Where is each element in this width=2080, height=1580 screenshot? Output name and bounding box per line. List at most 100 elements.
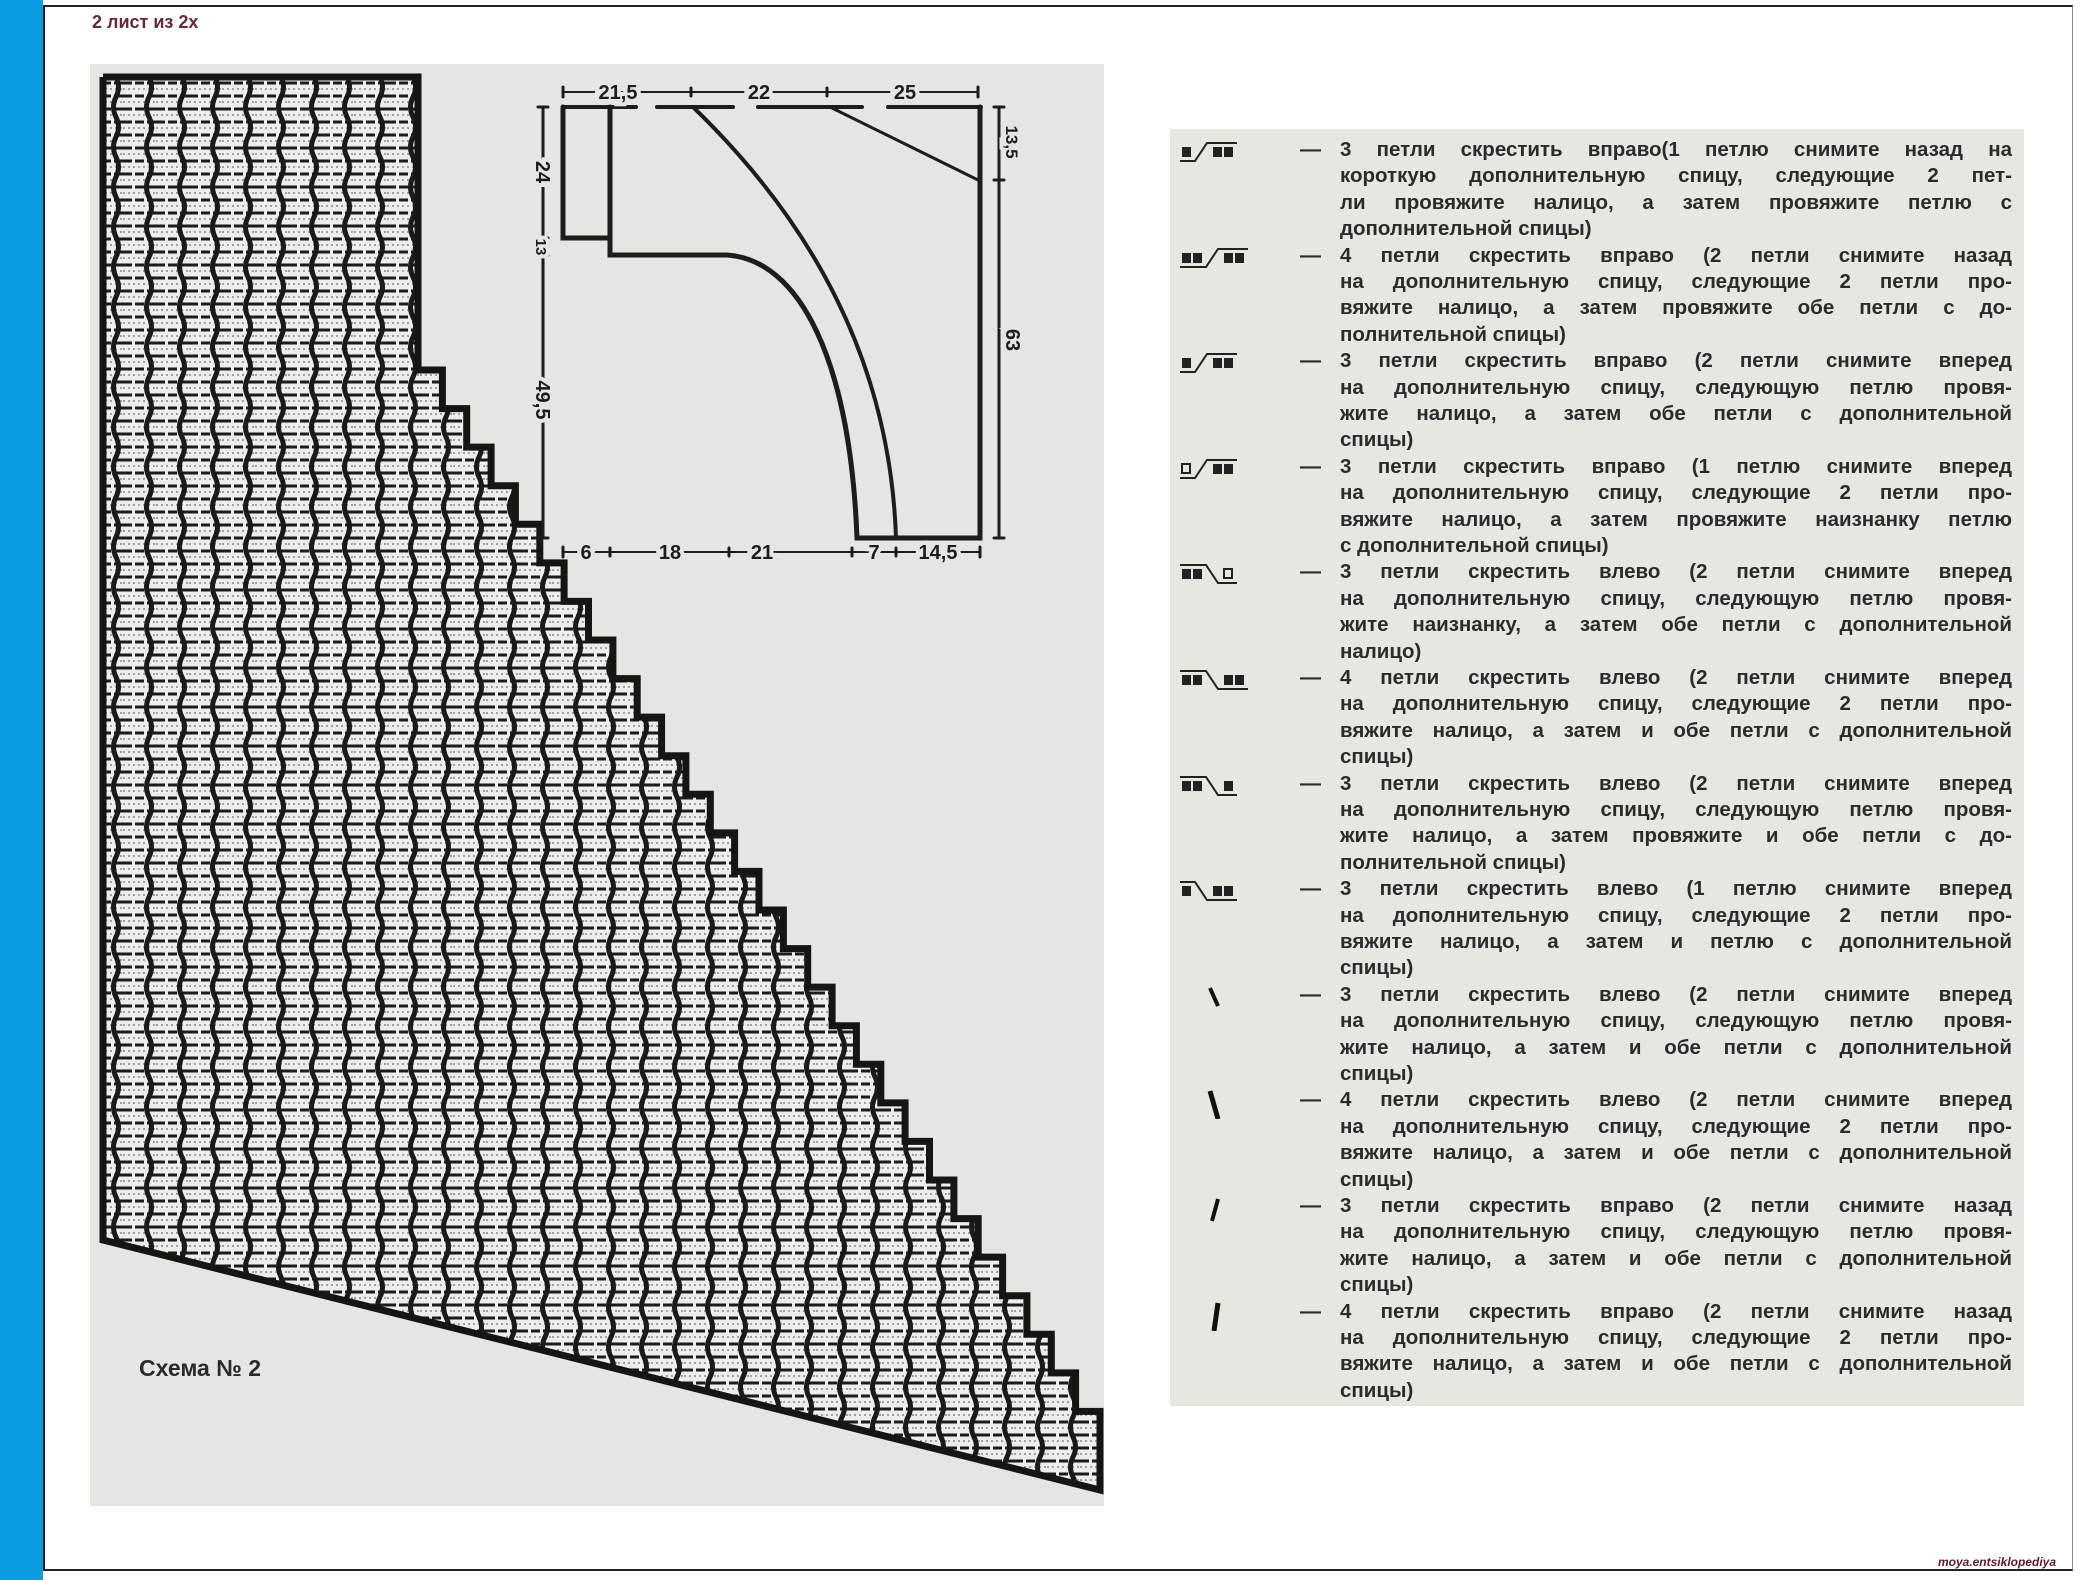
cross-right-2-over-2-icon: [1180, 245, 1250, 271]
cross-right-1-over-2-icon: [1180, 139, 1250, 165]
body-outline: [607, 104, 983, 541]
cross-left-2-over-1-icon: [1180, 773, 1250, 799]
legend-description: 3 петли скрестить вправо (1 петлю снимит…: [1340, 454, 2012, 560]
legend-text-line: полнительной спицы): [1340, 850, 1566, 874]
legend-text-line: 3 петли скрестить влево (2 петли снимите…: [1340, 982, 2012, 1006]
legend-description: 3 петли скрестить влево (2 петли снимите…: [1340, 559, 2012, 665]
legend-text-line: жите налицо, а затем провяжите и обе пет…: [1340, 824, 2012, 848]
cross-right-purl-1-over-2-icon: [1180, 456, 1250, 482]
dim-bottom-5: 14,5: [919, 542, 958, 564]
legend-dash: —: [1300, 349, 1321, 373]
cable-column-line: [276, 77, 286, 1490]
legend-text-line: жите налицо, а затем и обе петли с допол…: [1340, 1246, 2012, 1270]
dim-bottom-4: 7: [868, 542, 879, 564]
legend-text-line: на дополнительную спицу, следующие 2 пет…: [1340, 692, 2012, 716]
legend-entry: — 3 петли скрестить влево (2 петли снимит…: [1170, 559, 2024, 664]
left-accent-bar: [0, 0, 43, 1580]
dim-top-1: 21,5: [599, 82, 638, 104]
long-slash-icon: [1180, 1301, 1250, 1331]
legend-entry: — 3 петли скрестить вправо (2 петли сними…: [1170, 1193, 2024, 1298]
short-backslash-icon: [1180, 984, 1250, 1010]
legend-entry: — 4 петли скрестить влево (2 петли снимит…: [1170, 1087, 2024, 1192]
legend-dash: —: [1300, 1299, 1321, 1323]
legend-dash: —: [1300, 877, 1321, 901]
site-watermark: moya.entsiklopediya: [1937, 1555, 2056, 1569]
dim-left-2: 13: [532, 239, 549, 256]
legend-entry: — 4 петли скрестить вправо (2 петли сними…: [1170, 243, 2024, 348]
dim-bottom-3: 21: [751, 542, 773, 564]
dim-right-1: 13,5: [1002, 125, 1021, 158]
legend-description: 4 петли скрестить вправо (2 петли снимит…: [1340, 1299, 2012, 1405]
legend-entry: — 3 петли скрестить вправо (1 петлю сними…: [1170, 454, 2024, 559]
legend-dash: —: [1300, 771, 1321, 795]
legend-dash: —: [1300, 138, 1321, 161]
cross-left-2-over-purl-1-icon: [1180, 561, 1250, 587]
legend-description: 4 петли скрестить влево (2 петли снимите…: [1340, 665, 2012, 771]
cable-column-line: [1068, 77, 1078, 1490]
legend-text-line: вяжите налицо, а затем провяжите обе пет…: [1340, 296, 2012, 320]
legend-text-line: спицы): [1340, 1378, 1414, 1402]
legend-text-line: на дополнительную спицу, следующие 2 пет…: [1340, 269, 2012, 293]
legend-entry: — 3 петли скрестить вправо (2 петли сними…: [1170, 348, 2024, 453]
legend-text-line: спицы): [1340, 1061, 1414, 1085]
cable-column-line: [342, 77, 352, 1490]
legend-text-line: спицы): [1340, 1273, 1414, 1297]
legend-text-line: налицо): [1340, 639, 1422, 663]
legend-text-line: спицы): [1340, 956, 1414, 980]
legend-dash: —: [1300, 982, 1321, 1006]
legend-description: 4 петли скрестить вправо (2 петли снимит…: [1340, 243, 2012, 349]
legend-text-line: на дополнительную спицу, следующие 2 пет…: [1340, 1114, 2012, 1138]
legend-entry: — 4 петли скрестить влево (2 петли снимит…: [1170, 665, 2024, 770]
legend-dash: —: [1300, 560, 1321, 584]
dim-top-2: 22: [748, 82, 770, 104]
stitch-legend: — 3 петли скрестить вправо(1 петлю снимит…: [1170, 129, 2024, 1406]
legend-text-line: жите налицо, а затем и обе петли с допол…: [1340, 1035, 2012, 1059]
legend-dash: —: [1300, 243, 1321, 267]
legend-text-line: на дополнительную спицу, следующую петлю…: [1340, 586, 2012, 610]
page-frame: [43, 5, 2073, 1571]
legend-text-line: на дополнительную спицу, следующие 2 пет…: [1340, 1325, 2012, 1349]
garment-schematic: 21,5 22 25 24 13 49,5 13,5 63 6 18 21 7 …: [530, 78, 1027, 568]
legend-text-line: спицы): [1340, 745, 1414, 769]
sleeve-cap-outline: [560, 104, 613, 241]
legend-description: 3 петли скрестить вправо (2 петли снимит…: [1340, 1193, 2012, 1299]
dim-left-1: 24: [531, 161, 553, 184]
legend-text-line: 3 петли скрестить вправо (2 петли снимит…: [1340, 349, 2012, 373]
cable-column-line: [375, 77, 385, 1490]
legend-text-line: на дополнительную спицу, следующие 2 пет…: [1340, 481, 2012, 505]
legend-text-line: 4 петли скрестить вправо (2 петли снимит…: [1340, 243, 2012, 267]
long-backslash-icon: [1180, 1089, 1250, 1121]
legend-text-line: вяжите налицо, а затем и петлю с дополни…: [1340, 929, 2012, 953]
cross-right-1-over-2-front-icon: [1180, 350, 1250, 376]
legend-text-line: вяжите налицо, а затем провяжите наизнан…: [1340, 507, 2012, 531]
legend-text-line: вяжите налицо, а затем и обе петли с доп…: [1340, 1352, 2012, 1376]
legend-text-line: вяжите налицо, а затем и обе петли с доп…: [1340, 1141, 2012, 1165]
legend-text-line: 3 петли скрестить влево (2 петли снимите…: [1340, 771, 2012, 795]
legend-dash: —: [1300, 454, 1321, 478]
legend-text-line: спицы): [1340, 1167, 1414, 1191]
legend-text-line: дополнительной спицы): [1340, 217, 1592, 241]
legend-description: 4 петли скрестить влево (2 петли снимите…: [1340, 1087, 2012, 1193]
legend-text-line: вяжите налицо, а затем и обе петли с доп…: [1340, 718, 2012, 742]
legend-text-line: 3 петли скрестить вправо (2 петли снимит…: [1340, 1194, 2012, 1217]
legend-text-line: полнительной спицы): [1340, 322, 1566, 346]
legend-text-line: 4 петли скрестить влево (2 петли снимите…: [1340, 666, 2012, 689]
legend-description: 3 петли скрестить влево (2 петли снимите…: [1340, 771, 2012, 877]
legend-text-line: 4 петли скрестить влево (2 петли снимите…: [1340, 1088, 2012, 1112]
legend-entry: — 3 петли скрестить влево (2 петли снимит…: [1170, 982, 2024, 1087]
cable-column-line: [309, 77, 319, 1490]
shoulder-slope: [828, 105, 980, 182]
sheet-label: 2 лист из 2х: [92, 12, 199, 32]
legend-description: 3 петли скрестить вправо (2 петли снимит…: [1340, 348, 2012, 454]
knitting-chart-grid: [99, 73, 1104, 1495]
legend-text-line: 3 петли скрестить вправо (1 петлю снимит…: [1340, 454, 2012, 478]
legend-text-line: ли провяжите налицо, а затем провяжите п…: [1340, 190, 2012, 214]
dim-bottom-1: 6: [580, 542, 591, 564]
legend-dash: —: [1300, 1088, 1321, 1112]
legend-dash: —: [1300, 666, 1321, 689]
legend-dash: —: [1300, 1194, 1321, 1217]
legend-text-line: 3 петли скрестить влево (2 петли снимите…: [1340, 560, 2012, 584]
legend-text-line: на дополнительную спицу, следующую петлю…: [1340, 1009, 2012, 1033]
legend-text-line: 3 петли скрестить вправо(1 петлю снимите…: [1340, 138, 2012, 161]
legend-text-line: на дополнительную спицу, следующую петлю…: [1340, 375, 2012, 399]
